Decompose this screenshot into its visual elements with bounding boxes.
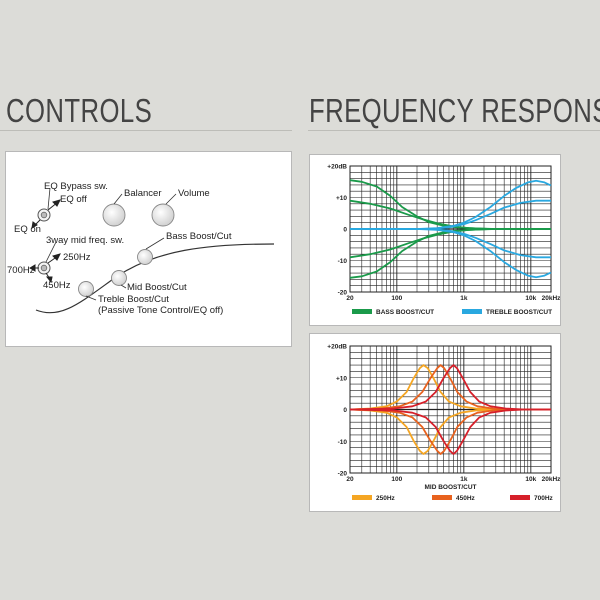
label-passive: (Passive Tone Control/EQ off) <box>98 305 224 316</box>
y-tick-label: +20dB <box>327 344 347 351</box>
heading-underline-right <box>308 130 600 131</box>
x-tick-label: 20kHz <box>542 295 560 302</box>
label-450hz: 450Hz <box>43 280 71 291</box>
legend-swatch <box>352 495 372 500</box>
leader-eq-bypass <box>47 187 51 210</box>
controls-diagram: EQ Bypass sw. EQ off EQ on Balancer Volu… <box>5 151 292 347</box>
heading-underline-left <box>0 130 292 131</box>
y-tick-label: +10 <box>336 195 347 202</box>
legend-swatch <box>462 309 482 314</box>
response-curve-6 <box>349 408 551 455</box>
balancer-knob-icon <box>102 203 126 227</box>
y-tick-label: -20 <box>338 471 348 478</box>
x-tick-label: 10k <box>525 476 536 483</box>
mid-freq-switch-icon <box>37 261 51 275</box>
controls-heading: CONTROLS <box>6 92 153 129</box>
label-bass: Bass Boost/Cut <box>166 231 232 242</box>
legend-label: 450Hz <box>456 495 476 502</box>
response-curve-4 <box>349 228 551 279</box>
label-eq-off: EQ off <box>60 194 87 205</box>
label-mid: Mid Boost/Cut <box>127 282 187 293</box>
controls-drawing <box>29 187 275 314</box>
legend-swatch <box>352 309 372 314</box>
response-curve-4 <box>349 408 551 455</box>
volume-knob-icon <box>151 203 175 227</box>
x-tick-label: 1k <box>460 295 468 302</box>
y-tick-label: 0 <box>343 227 347 234</box>
label-700hz: 700Hz <box>7 265 35 276</box>
legend-label: TREBLE BOOST/CUT <box>486 309 552 316</box>
eq-bypass-switch-icon <box>37 208 51 222</box>
label-eq-bypass: EQ Bypass sw. <box>44 181 108 192</box>
label-treble: Treble Boost/Cut <box>98 294 169 305</box>
response-curve-2 <box>349 408 551 455</box>
legend-label: 250Hz <box>376 495 396 502</box>
y-tick-label: +10 <box>336 375 347 382</box>
x-tick-label: 1k <box>460 476 468 483</box>
label-250hz: 250Hz <box>63 252 91 263</box>
bass-knob-icon <box>137 249 153 265</box>
x-tick-label: 20kHz <box>542 476 560 483</box>
label-balancer: Balancer <box>124 188 162 199</box>
legend-swatch <box>510 495 530 500</box>
label-mid-freq: 3way mid freq. sw. <box>46 235 125 246</box>
y-tick-label: -20 <box>338 290 348 297</box>
leader-mid-freq <box>45 241 57 263</box>
x-tick-label: 100 <box>391 476 402 483</box>
x-axis-label: MID BOOST/CUT <box>425 484 477 491</box>
legend-label: BASS BOOST/CUT <box>376 309 434 316</box>
response-curve-3 <box>349 364 551 411</box>
leader-balancer <box>113 193 123 205</box>
label-eq-on: EQ on <box>14 224 41 235</box>
response-curve-6 <box>350 199 551 230</box>
x-tick-label: 10k <box>525 295 536 302</box>
x-tick-label: 20 <box>346 476 354 483</box>
response-curve-5 <box>349 364 551 411</box>
response-curve-1 <box>349 364 551 411</box>
y-tick-label: -10 <box>338 258 348 265</box>
leader-bass <box>145 237 165 250</box>
leader-volume <box>165 193 177 205</box>
response-curve-8 <box>350 228 552 279</box>
label-volume: Volume <box>178 188 210 199</box>
frequency-response-heading: FREQUENCY RESPONSE <box>309 92 600 129</box>
leader-mid <box>120 284 127 289</box>
legend-label: 700Hz <box>534 495 554 502</box>
y-tick-label: -10 <box>338 439 348 446</box>
leader-treble <box>85 295 97 301</box>
x-tick-label: 100 <box>391 295 402 302</box>
x-tick-label: 20 <box>346 295 354 302</box>
mid-knob-icon <box>111 270 127 286</box>
treble-knob-icon <box>78 281 94 297</box>
legend-swatch <box>432 495 452 500</box>
y-tick-label: 0 <box>343 407 347 414</box>
y-tick-label: +20dB <box>327 164 347 171</box>
